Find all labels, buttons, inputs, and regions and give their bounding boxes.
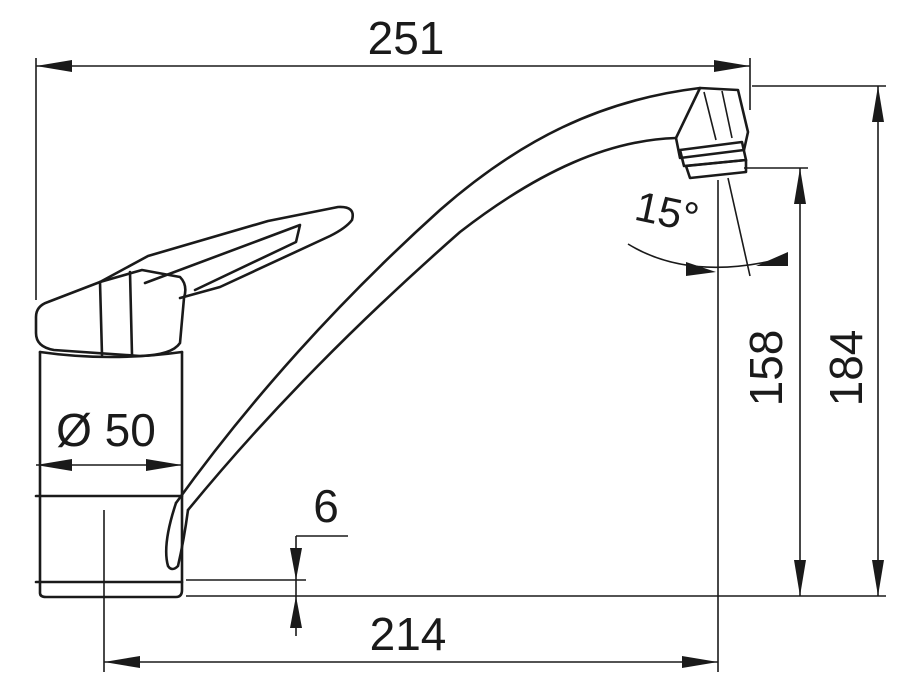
arrow-top [872, 86, 884, 122]
spout-reach-label: 214 [370, 608, 447, 660]
dimension-base-diameter: Ø 50 [36, 404, 182, 471]
arrow-left [104, 656, 140, 668]
dimension-base-gap: 6 [186, 480, 348, 636]
aerator-tip [684, 158, 748, 180]
overall-width-label: 251 [368, 12, 445, 64]
dimension-overall-width: 251 [35, 12, 751, 300]
faucet-outline [34, 86, 750, 599]
spout-lower-edge [186, 136, 678, 512]
arrow-right [146, 459, 182, 471]
base-diameter-label: Ø 50 [56, 404, 156, 456]
arrow-down [290, 548, 302, 580]
base-cylinder [38, 350, 184, 599]
arrow-right [682, 656, 718, 668]
arrow-bottom [872, 560, 884, 596]
arrow-right [756, 252, 788, 266]
aerator-detail-line [703, 91, 717, 141]
base-top-rim [38, 350, 184, 359]
arrow-left [686, 262, 716, 276]
arrow-up [290, 596, 302, 628]
dimension-aerator-angle: 15° [627, 177, 788, 277]
aerator-detail-line-2 [721, 90, 733, 139]
angle-arc [627, 243, 785, 269]
arrow-bottom [794, 560, 806, 596]
arrow-right [714, 60, 750, 72]
lever-handle [98, 205, 354, 300]
arrow-top [794, 168, 806, 204]
lever-cap-inner-line [98, 280, 104, 357]
base-gap-label: 6 [313, 480, 339, 532]
arrow-left [36, 60, 72, 72]
spout-root [164, 501, 190, 571]
dimension-spout-reach: 214 [103, 180, 719, 672]
lever-cap-inner-line-2 [128, 270, 134, 357]
dimension-outlet-height: 158 [740, 167, 808, 596]
aerator-angle-label: 15° [631, 182, 703, 241]
arrow-left [36, 459, 72, 471]
overall-height-label: 184 [820, 330, 872, 407]
lever-cap [34, 268, 187, 358]
lever-handle-inner [143, 223, 302, 292]
outlet-height-label: 158 [740, 330, 792, 407]
spout-upper-edge [174, 86, 702, 505]
angle-leg-line [727, 177, 751, 277]
dimension-overall-height: 184 [186, 85, 886, 597]
